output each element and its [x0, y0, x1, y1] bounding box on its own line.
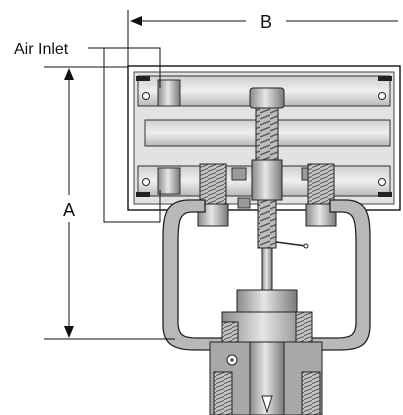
spring-right — [305, 163, 337, 227]
valve-body — [209, 289, 323, 415]
air-inlet-callout: Air Inlet — [14, 41, 161, 223]
valve-stem — [249, 87, 309, 319]
dimension-arrow-b-left — [130, 16, 142, 26]
dimension-a: A — [44, 66, 175, 340]
dimension-b: B — [127, 10, 398, 66]
air-inlet-port-top — [157, 79, 181, 107]
air-inlet-label: Air Inlet — [14, 41, 69, 58]
dimension-b-label: B — [260, 12, 272, 32]
dimension-arrow-a-bottom — [64, 326, 74, 338]
dimension-a-label: A — [63, 200, 75, 220]
yoke — [162, 199, 371, 351]
spring-left — [197, 163, 229, 227]
dimension-arrow-a-top — [64, 68, 74, 80]
air-inlet-port-bottom — [157, 167, 181, 195]
